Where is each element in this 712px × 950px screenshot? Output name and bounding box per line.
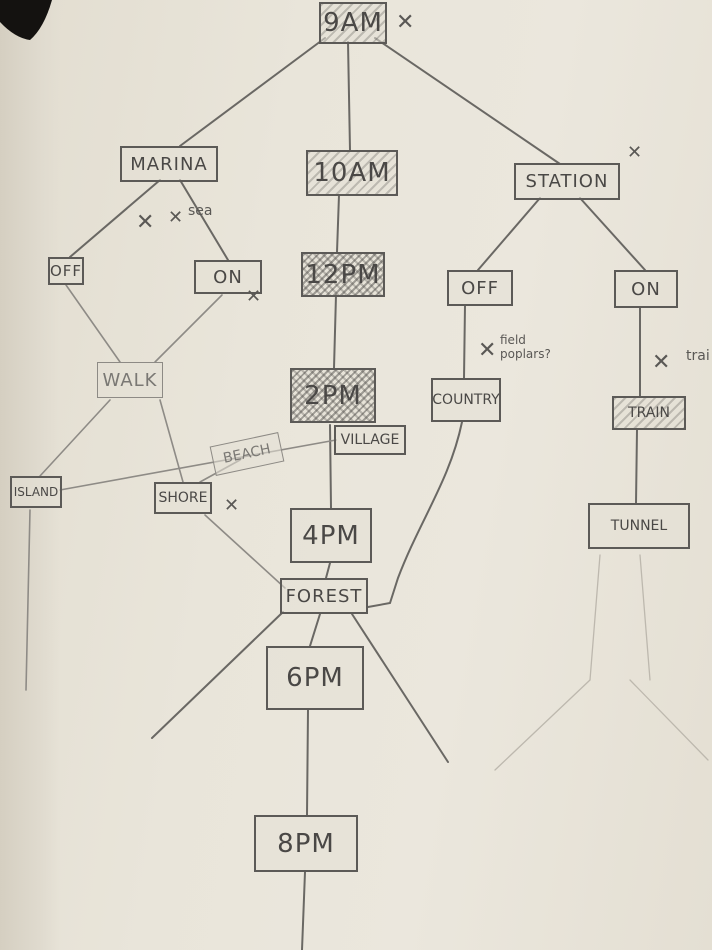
node-marina: MARINA: [120, 146, 218, 182]
node-9am: 9AM: [319, 2, 387, 44]
edge-walk-island: [39, 399, 111, 477]
edge-marina-on: [179, 179, 229, 261]
node-island: ISLAND: [10, 476, 62, 508]
node-village: VILLAGE: [334, 425, 406, 455]
node-station: STATION: [514, 163, 620, 200]
node-marina-on: ON: [194, 260, 262, 294]
edge-off-walk: [65, 284, 121, 363]
note-train: trai: [686, 348, 710, 364]
node-10am: 10AM: [306, 150, 398, 196]
note-field-line1: field: [500, 333, 526, 347]
cross-mark-train: ✕: [652, 350, 671, 375]
edge-country-forest: [367, 421, 463, 608]
edge-forest-right: [351, 613, 449, 763]
edge-shore-forest: [204, 514, 286, 589]
notebook-cover-corner: [0, 0, 52, 40]
note-sea: sea: [188, 203, 213, 219]
cross-mark-sea: ✕: [168, 207, 184, 228]
edge-faint-fan-1: [494, 679, 591, 771]
edge-2pm-4pm: [329, 424, 332, 509]
edge-forest-6pm: [309, 613, 321, 647]
node-country: COUNTRY: [431, 378, 501, 422]
node-train: TRAIN: [612, 396, 686, 430]
cross-mark-marina-branch: ✕: [136, 210, 155, 235]
edge-9am-marina: [179, 37, 326, 147]
node-walk: WALK: [97, 362, 163, 398]
node-shore: SHORE: [154, 482, 212, 514]
node-12pm: 12PM: [301, 252, 385, 297]
note-field-line2: poplars?: [500, 347, 551, 361]
edge-faint-fan-2: [629, 679, 709, 761]
edge-train-tunnel: [635, 429, 638, 504]
edge-tunnel-left: [589, 554, 601, 681]
cross-mark-shore: ✕: [224, 495, 240, 516]
edge-4pm-forest: [325, 562, 331, 579]
edge-9am-10am: [347, 41, 351, 151]
node-forest: FOREST: [280, 578, 368, 614]
cross-mark-9am: ✕: [396, 10, 415, 35]
page-binding-shadow: [0, 0, 60, 950]
node-tunnel: TUNNEL: [588, 503, 690, 549]
edge-marina-off: [69, 179, 161, 258]
edge-station-on: [579, 197, 646, 271]
edge-6pm-8pm: [306, 709, 309, 816]
node-station-off: OFF: [447, 270, 513, 306]
edge-forest-left: [151, 611, 284, 739]
edge-8pm-down: [301, 871, 306, 950]
node-6pm: 6PM: [266, 646, 364, 710]
edge-island-down: [25, 509, 31, 691]
node-2pm: 2PM: [290, 368, 376, 423]
node-station-on: ON: [614, 270, 678, 308]
edge-tunnel-right: [639, 554, 651, 681]
edge-station-off: [477, 197, 541, 271]
edge-12pm-2pm: [333, 294, 337, 369]
edge-on-walk: [154, 294, 223, 363]
edge-off-country: [463, 304, 466, 379]
edge-10am-12pm: [336, 194, 340, 253]
cross-mark-station: ✕: [627, 142, 643, 163]
cross-mark-marina-on: ✕: [246, 286, 262, 307]
edge-9am-station: [374, 37, 561, 165]
edge-island-village: [59, 439, 337, 491]
node-4pm: 4PM: [290, 508, 372, 563]
node-marina-off: OFF: [48, 257, 84, 285]
node-8pm: 8PM: [254, 815, 358, 872]
cross-mark-country: ✕: [478, 338, 497, 363]
